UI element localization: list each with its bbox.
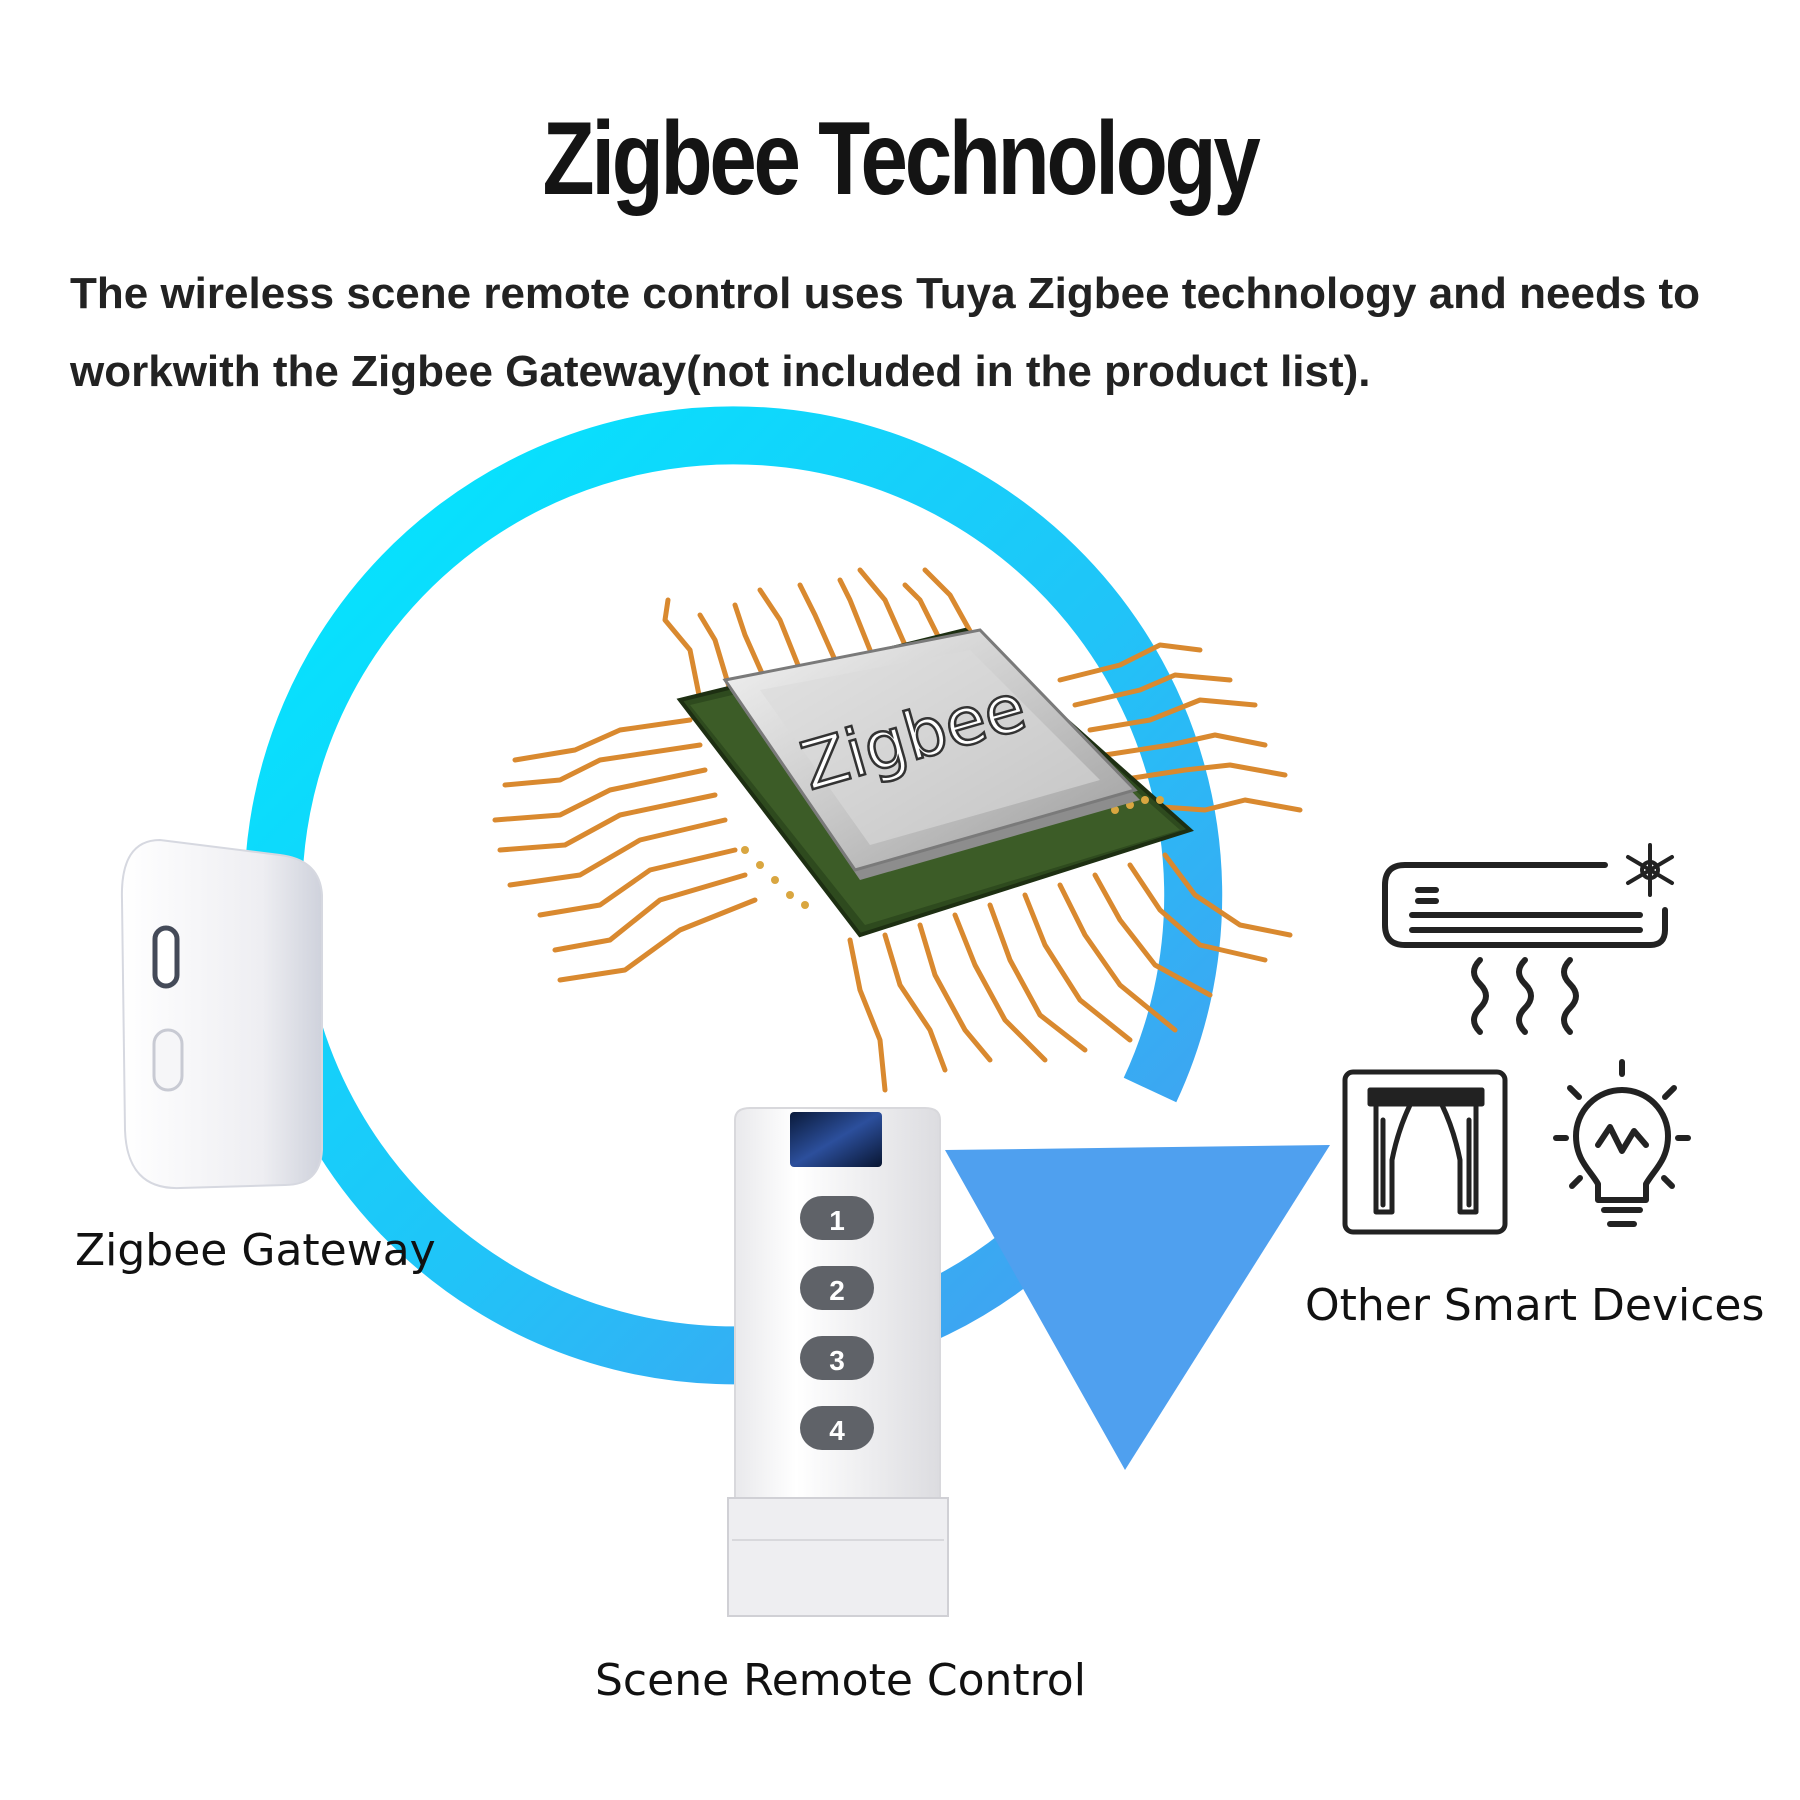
cycle-arrow — [244, 406, 1330, 1470]
air-conditioner-icon — [1382, 843, 1674, 1035]
usb-c-port-icon — [152, 925, 180, 989]
zigbee-chip: Zigbee — [492, 567, 1303, 1093]
gateway-caption: Zigbee Gateway — [75, 1225, 436, 1276]
remote-caption: Scene Remote Control — [595, 1655, 1086, 1706]
remote-button-4: 4 — [800, 1406, 874, 1450]
light-bulb-icon — [1553, 1059, 1691, 1227]
page-title: Zigbee Technology — [542, 101, 1261, 217]
page-description: The wireless scene remote control uses T… — [70, 269, 1701, 396]
svg-text:1: 1 — [829, 1205, 845, 1236]
gateway-button — [152, 1028, 184, 1092]
svg-text:2: 2 — [829, 1275, 845, 1306]
remote-button-2: 2 — [800, 1266, 874, 1310]
svg-text:3: 3 — [829, 1345, 845, 1376]
snowflake-icon — [1626, 843, 1674, 897]
curtain-icon — [1342, 1069, 1508, 1235]
svg-text:4: 4 — [829, 1415, 845, 1446]
devices-caption: Other Smart Devices — [1305, 1280, 1765, 1331]
remote-button-3: 3 — [800, 1336, 874, 1380]
zigbee-gateway-device — [120, 838, 323, 1190]
scene-remote-device: 1 2 3 4 — [727, 1107, 949, 1617]
led-indicator — [790, 1112, 882, 1167]
remote-button-1: 1 — [800, 1196, 874, 1240]
